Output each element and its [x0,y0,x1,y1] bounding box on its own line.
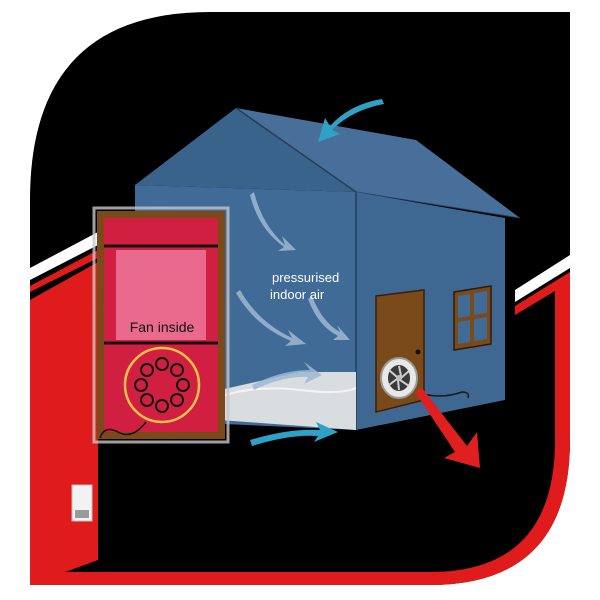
pressurised-label-line1: pressurised [272,270,339,285]
inflow-arrows [250,99,384,446]
red-border-band [30,255,570,585]
light-switch-icon[interactable] [71,484,93,522]
fan-cable [415,391,470,399]
outflow-arrow [415,388,480,468]
airflow-arrows [236,192,350,390]
pressurised-label-line2: indoor air [270,287,325,302]
exhaust-fan-icon[interactable] [380,357,418,399]
fan-inside-label: Fan inside [130,319,195,335]
blower-door-frame: Fan inside [92,206,230,444]
blower-cable [99,421,147,439]
house-roof-side [236,108,520,218]
house-roof-front [135,108,356,192]
window-icon [453,285,492,351]
blower-fan-icon [123,346,201,424]
